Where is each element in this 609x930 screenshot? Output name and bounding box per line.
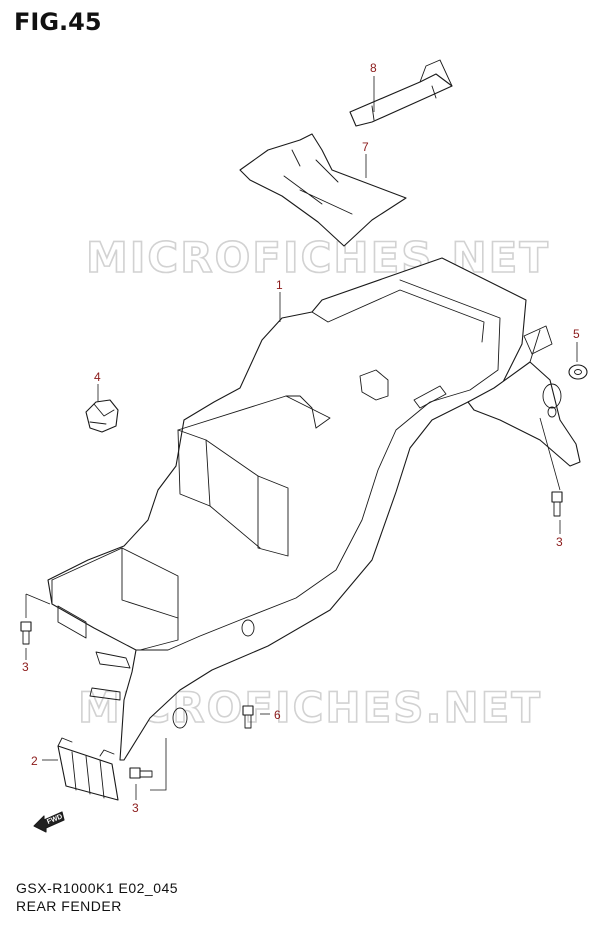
part-2-reflector[interactable]: [57, 737, 119, 801]
callout-5: 5: [573, 327, 580, 341]
part-6-bolt[interactable]: [242, 705, 254, 729]
part-3-bolt-bottom[interactable]: [129, 767, 153, 779]
part-3-bolt-front[interactable]: [20, 621, 32, 645]
callout-4: 4: [94, 370, 101, 384]
part-8-strap[interactable]: [349, 59, 453, 127]
part-3-bolt-rear[interactable]: [551, 491, 563, 517]
callout-3-bottom: 3: [132, 801, 139, 815]
part-7-tool-bag[interactable]: [239, 133, 407, 247]
callout-2: 2: [31, 754, 38, 768]
figure-title: FIG.45: [14, 8, 102, 36]
part-4-clip[interactable]: [85, 399, 119, 433]
leader-lines: [25, 76, 578, 800]
callout-7: 7: [362, 140, 369, 154]
fwd-arrow: FWD: [33, 811, 65, 833]
callout-8: 8: [370, 61, 377, 75]
model-code: GSX-R1000K1 E02_045: [16, 880, 179, 896]
callout-3-rear: 3: [556, 535, 563, 549]
watermark-top: MICROFICHES.NET: [86, 233, 550, 282]
part-1-rear-fender[interactable]: [47, 257, 581, 761]
callout-6: 6: [274, 708, 281, 722]
part-5-washer[interactable]: [568, 364, 588, 380]
callout-3-front: 3: [22, 660, 29, 674]
diagram-name: REAR FENDER: [16, 898, 122, 914]
callout-1: 1: [276, 278, 283, 292]
